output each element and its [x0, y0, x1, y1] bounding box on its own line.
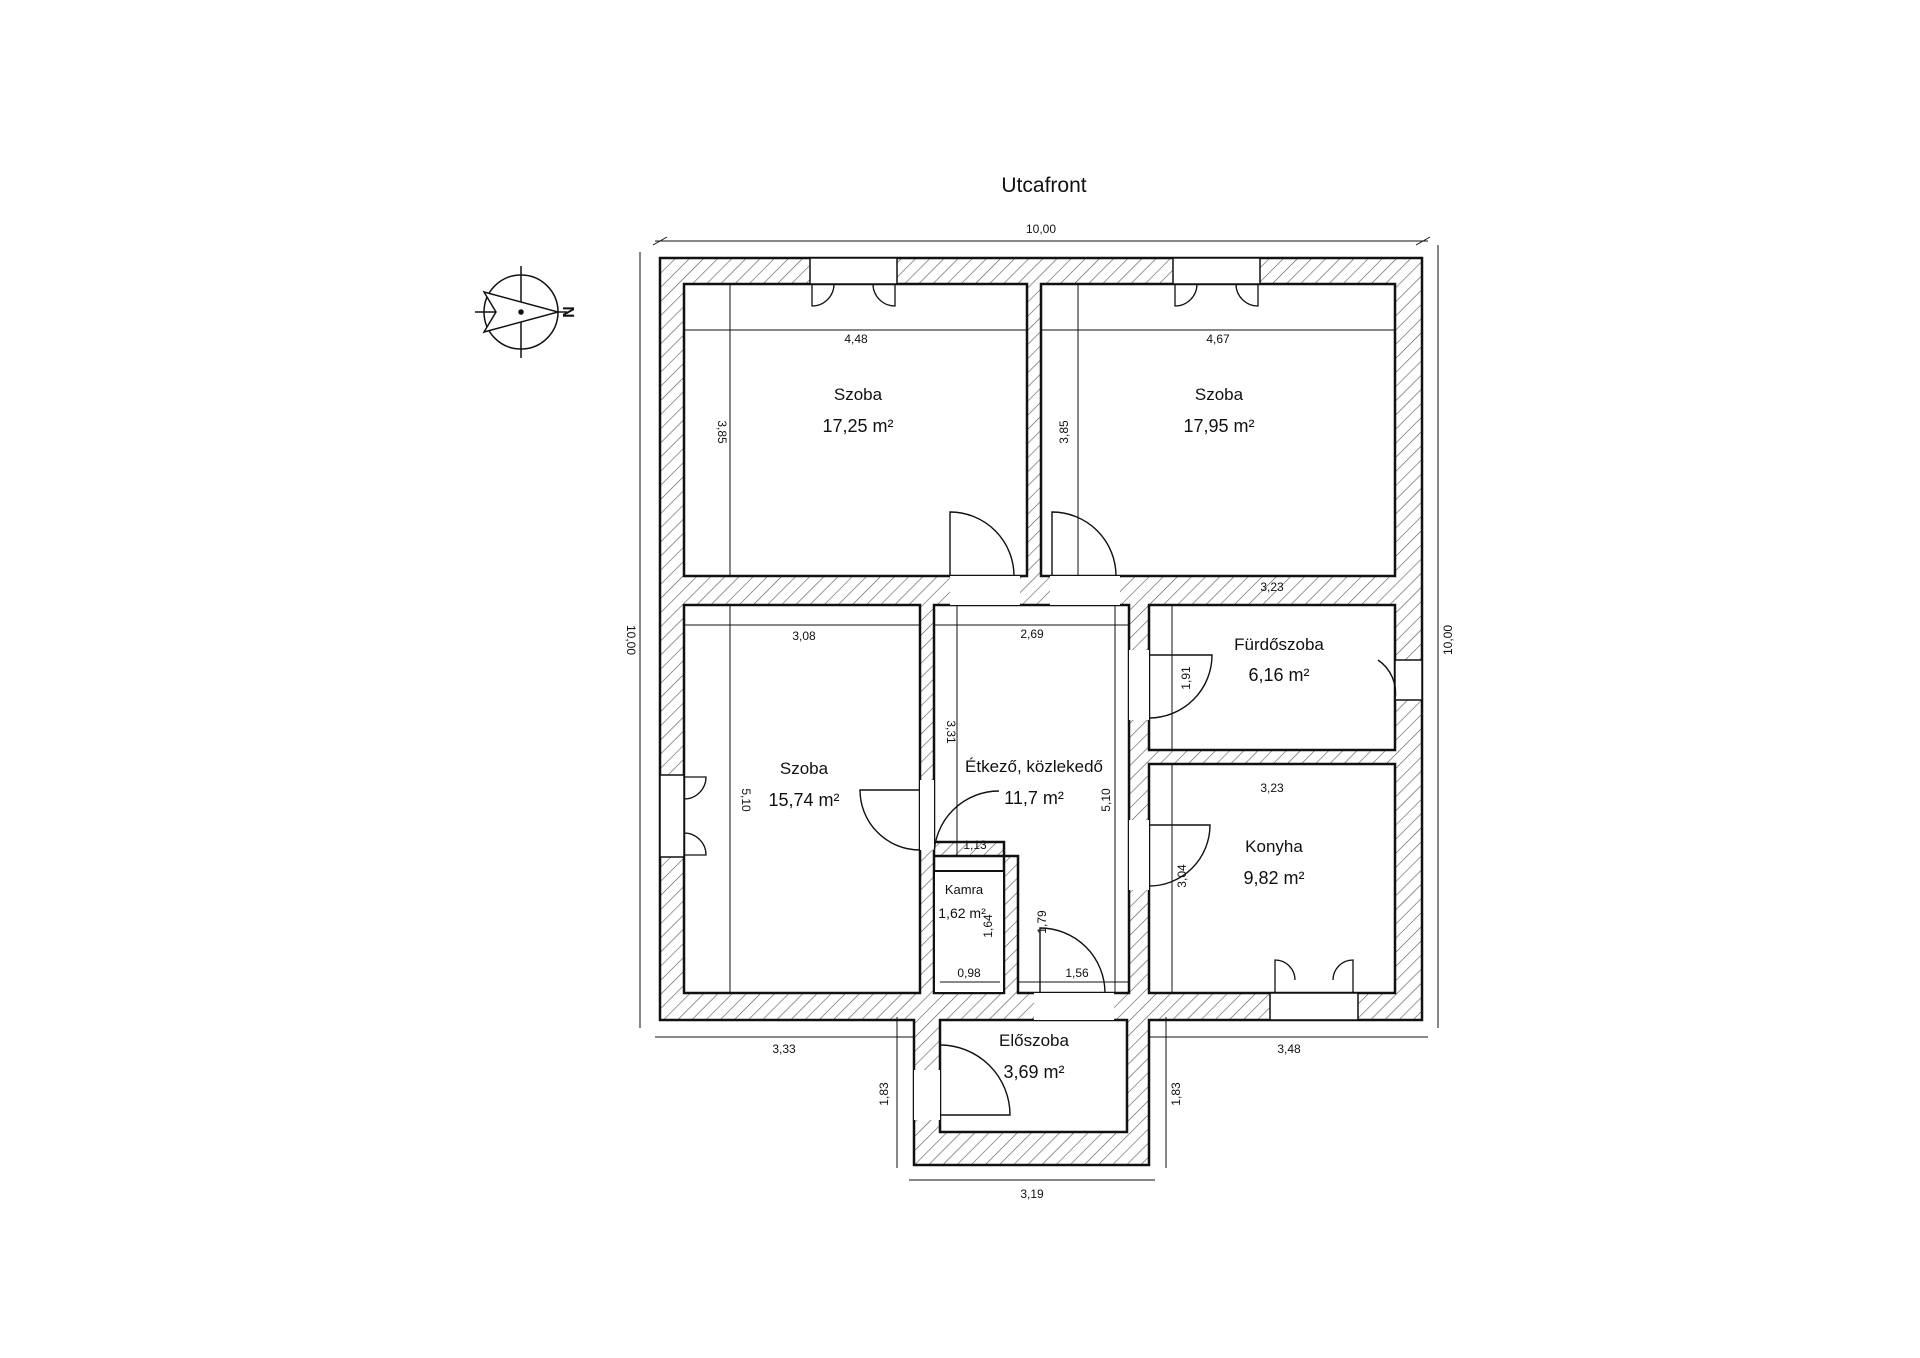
dim-kamra-depth: 1,64 [981, 914, 995, 938]
room-name-furdo: Fürdőszoba [1234, 635, 1324, 654]
room-name-kamra: Kamra [945, 882, 984, 897]
dim-entry-left: 1,83 [877, 1082, 891, 1106]
window-szoba-nw [809, 257, 898, 285]
page-title: Utcafront [1001, 174, 1086, 197]
dim-overall-left: 10,00 [624, 625, 638, 655]
window-szoba-ne [1172, 257, 1261, 285]
door-konyha [1148, 824, 1211, 887]
dim-etkezo-step-width: 1,13 [963, 838, 987, 852]
door-szoba-sw [859, 789, 921, 851]
door-furdo-window [1377, 659, 1397, 701]
room-area-konyha: 9,82 m² [1243, 868, 1304, 888]
dim-bottom-right: 3,48 [1277, 1042, 1301, 1056]
dim-furdo-width: 3,23 [1260, 580, 1284, 594]
room-name-etkezo: Étkező, közlekedő [965, 757, 1103, 776]
north-letter: N [559, 306, 576, 318]
dimension-lines [639, 236, 1439, 1181]
door-szoba-nw [949, 511, 1015, 577]
dim-etkezo-height-small: 1,79 [1035, 910, 1049, 934]
walls [658, 256, 1424, 1167]
room-name-konyha: Konyha [1245, 837, 1303, 856]
window-konyha [1269, 992, 1359, 1021]
dim-etkezo-width-bottom: 1,56 [1065, 966, 1089, 980]
room-area-szoba-sw: 15,74 m² [768, 790, 839, 810]
door-kamra-area [933, 790, 1000, 857]
window-furdo [1394, 659, 1423, 701]
doors [914, 576, 1149, 1120]
north-arrow-icon [475, 266, 567, 358]
room-area-szoba-ne: 17,95 m² [1183, 416, 1254, 436]
dim-etkezo-width-top: 2,69 [1020, 627, 1044, 641]
dim-etkezo-height-right: 5,10 [1099, 788, 1113, 812]
windows [659, 257, 1423, 1021]
window-sashes [683, 283, 1354, 993]
dim-overall-top: 10,00 [1026, 222, 1056, 236]
dim-szoba-ne-width: 4,67 [1206, 332, 1230, 346]
room-area-etkezo: 11,7 m² [1004, 788, 1064, 808]
dim-szoba-nw-width: 4,48 [844, 332, 868, 346]
room-name-szoba-sw: Szoba [780, 759, 829, 778]
room-area-kamra: 1,62 m² [938, 905, 986, 921]
room-area-szoba-nw: 17,25 m² [822, 416, 893, 436]
dim-bottom-left: 3,33 [772, 1042, 796, 1056]
dim-furdo-depth: 1,91 [1179, 666, 1193, 690]
room-name-szoba-ne: Szoba [1195, 385, 1244, 404]
dim-entry-bottom: 3,19 [1020, 1187, 1044, 1201]
dim-kamra-width: 0,98 [957, 966, 981, 980]
room-name-szoba-nw: Szoba [834, 385, 883, 404]
dim-szoba-sw-width: 3,08 [792, 629, 816, 643]
dim-szoba-sw-depth: 5,10 [739, 788, 753, 812]
room-name-eloszoba: Előszoba [999, 1031, 1069, 1050]
window-szoba-sw [659, 774, 685, 858]
dim-entry-right: 1,83 [1169, 1082, 1183, 1106]
dim-overall-right: 10,00 [1441, 625, 1455, 655]
dim-szoba-nw-depth: 3,85 [715, 420, 729, 444]
door-dining-bottom [1039, 927, 1106, 994]
door-swings [859, 511, 1397, 1116]
dim-etkezo-height-left: 3,31 [944, 720, 958, 744]
door-furdo [1148, 654, 1213, 719]
room-area-furdo: 6,16 m² [1248, 665, 1309, 685]
dim-szoba-ne-depth: 3,85 [1057, 420, 1071, 444]
door-szoba-ne [1051, 511, 1117, 577]
room-area-eloszoba: 3,69 m² [1003, 1062, 1064, 1082]
door-entry [939, 1044, 1011, 1116]
dim-konyha-width: 3,23 [1260, 781, 1284, 795]
dim-konyha-depth: 3,04 [1175, 864, 1189, 888]
